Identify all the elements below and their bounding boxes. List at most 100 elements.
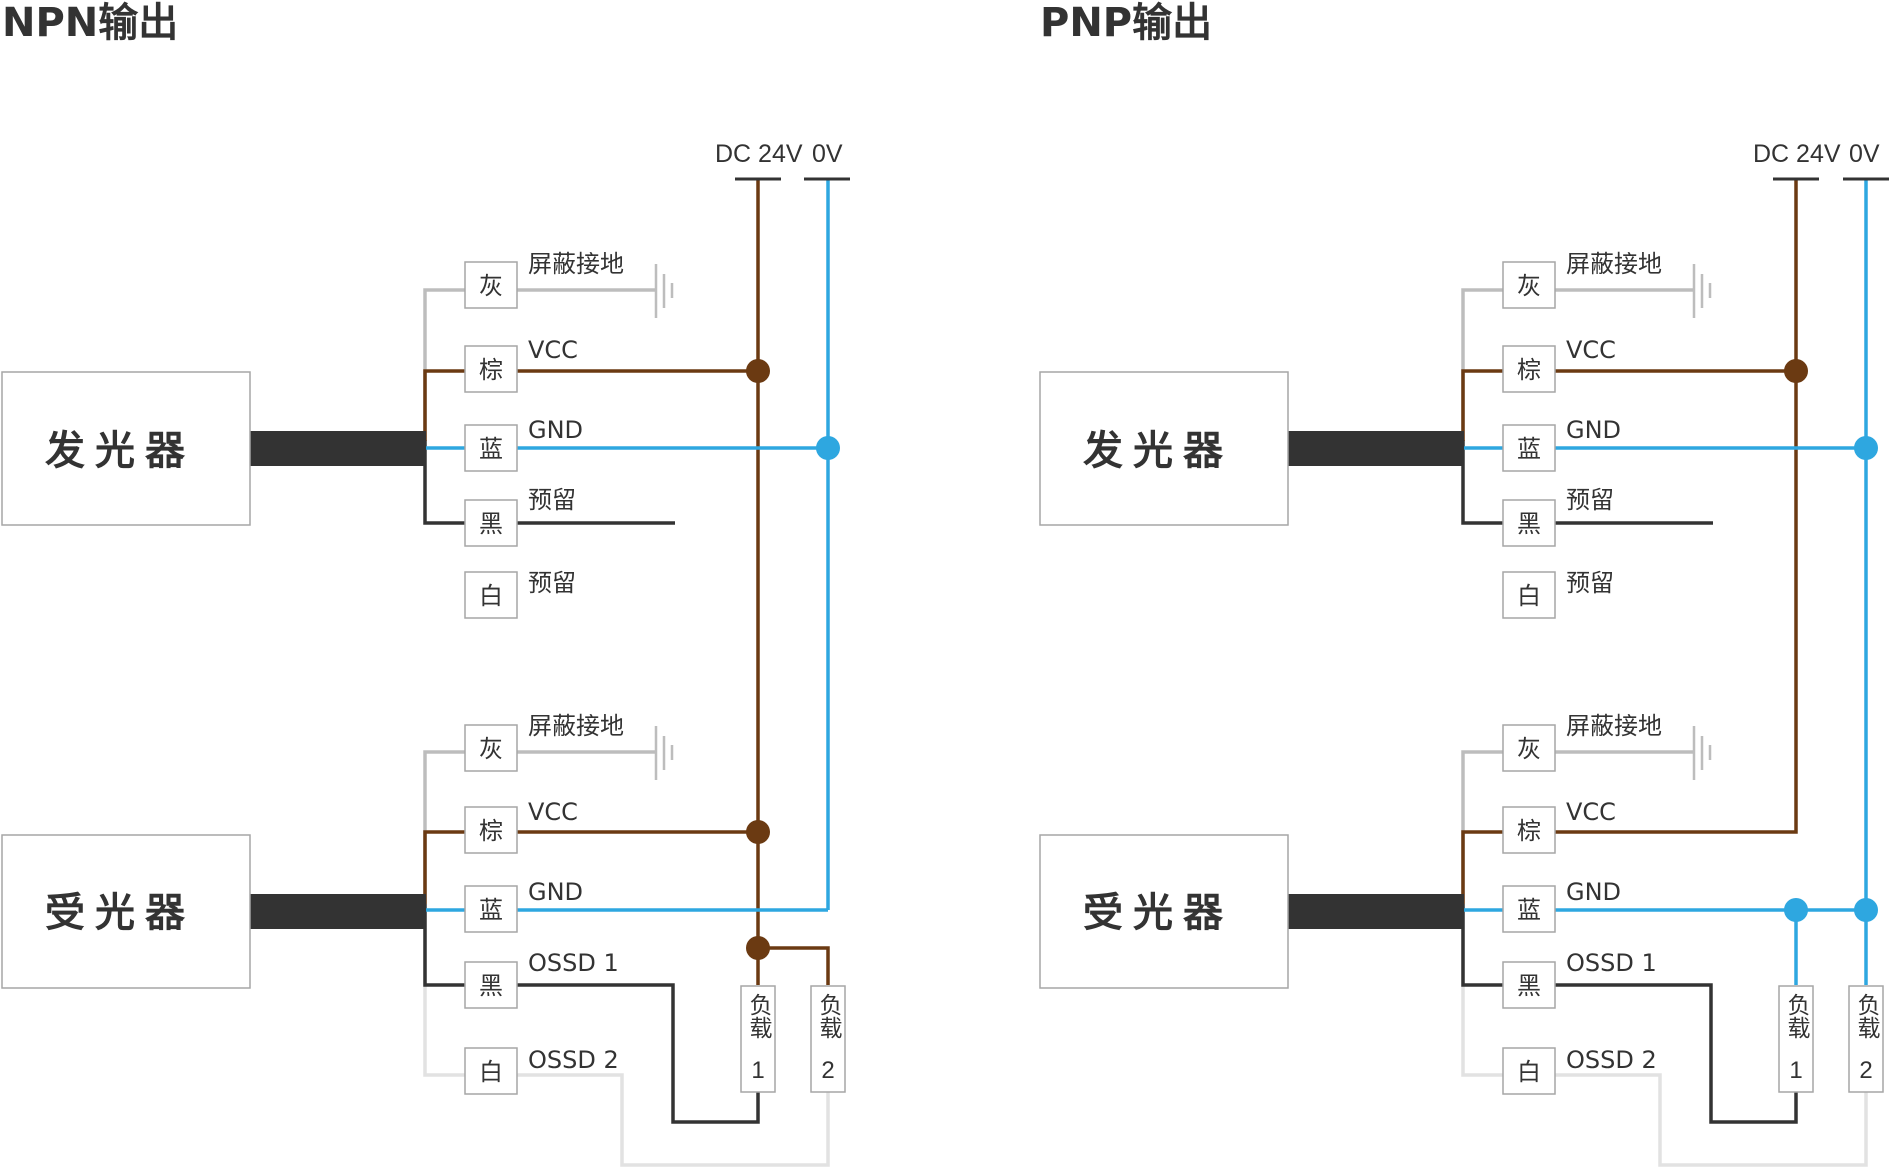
pnp-receiver-box [1039,834,1289,989]
pnp-emitter-tag-white: 白 [1517,582,1541,610]
npn-blue-wires [425,180,830,912]
pnp-receiver-black-wire [1461,904,1503,987]
npn-supply-0v: 0V [812,140,843,168]
npn-emitter-label-blue: GND [528,416,583,444]
pnp-emitter-label-gray: 屏蔽接地 [1566,250,1662,278]
npn-receiver-tag-brown: 棕 [479,817,503,845]
pnp-receiver-brown-wire [1461,830,1503,904]
pnp-junction-vcc [1784,359,1808,383]
npn-receiver-tag-blue: 蓝 [479,896,503,924]
pnp-ossd2-wire [1555,1073,1868,1167]
npn-emitter-gray-wire [423,288,465,441]
npn-junctions [746,359,840,960]
npn-receiver-cable [250,894,426,929]
npn-emitter-label-white: 预留 [528,569,576,597]
pnp-load-2-text: 负载 [1853,993,1880,1039]
npn-receiver-black-wire [423,904,465,987]
npn-receiver-name: 受光器 [45,890,195,936]
pnp-section [1461,177,1889,1167]
npn-emitter-tag-brown: 棕 [479,356,503,384]
pnp-emitter-label-blue: GND [1566,416,1621,444]
pnp-brown-wires [1461,180,1798,904]
npn-receiver-brown-wire [423,830,465,904]
pnp-emitter-name: 发光器 [1083,428,1233,474]
npn-supply-24v: DC 24V [715,140,803,168]
pnp-receiver-labels: 屏蔽接地 VCC GND OSSD 1 OSSD 2 [1566,712,1662,1074]
npn-emitter-tag-blue: 蓝 [479,435,503,463]
pnp-receiver-label-black: OSSD 1 [1566,949,1657,977]
pnp-receiver-gray-wire [1461,750,1503,904]
pnp-emitter-box [1039,371,1289,526]
npn-load-2-text: 负载 [815,993,842,1039]
npn-receiver-tag-black: 黑 [479,972,503,1000]
pnp-junctions [1784,359,1878,922]
pnp-junction-load [1784,898,1808,922]
pnp-load-2-num: 2 [1859,1057,1872,1084]
pnp-emitter-tag-black: 黑 [1517,510,1541,538]
pnp-receiver-label-gray: 屏蔽接地 [1566,712,1662,740]
npn-load2-feed [758,946,830,985]
npn-receiver-label-blue: GND [528,878,583,906]
pnp-load-1-num: 1 [1789,1057,1802,1084]
pnp-receiver-vcc-wire [1555,180,1798,834]
npn-title: NPN输出 [2,0,178,46]
pnp-receiver-tag-blue: 蓝 [1517,896,1541,924]
pnp-receiver-name: 受光器 [1083,890,1233,936]
npn-emitter-labels: 屏蔽接地 VCC GND 预留 预留 [528,250,624,597]
pnp-receiver-label-blue: GND [1566,878,1621,906]
pnp-emitter-black-wire [1461,440,1503,525]
pnp-receiver-white-wire [1461,910,1503,1077]
npn-emitter-black-wire [423,440,465,525]
pnp-receiver-tags: 灰 棕 蓝 黑 白 [1502,724,1556,1095]
npn-section [423,177,850,1167]
npn-emitter-label-black: 预留 [528,486,576,514]
npn-emitter-label-brown: VCC [528,336,578,364]
pnp-receiver-tag-black: 黑 [1517,972,1541,1000]
npn-load-1: 负载 1 [740,985,776,1093]
npn-receiver-tag-gray: 灰 [479,735,503,763]
pnp-load-1-text: 负载 [1783,993,1810,1039]
pnp-emitter-labels: 屏蔽接地 VCC GND 预留 预留 [1566,250,1662,597]
pnp-blue-wires [1463,180,1868,985]
pnp-black-wires [1461,440,1798,1124]
npn-receiver-label-gray: 屏蔽接地 [528,712,624,740]
npn-emitter-cable [250,431,426,466]
npn-junction-load [746,936,770,960]
pnp-emitter-tags: 灰 棕 蓝 黑 白 [1502,261,1556,619]
pnp-emitter-label-white: 预留 [1566,569,1614,597]
npn-emitter-name: 发光器 [45,428,195,474]
pnp-receiver-label-white: OSSD 2 [1566,1046,1657,1074]
pnp-receiver-tag-brown: 棕 [1517,817,1541,845]
pnp-junction-gnd-receiver [1854,898,1878,922]
npn-receiver-box [1,834,251,989]
npn-ossd2-wire [517,1073,830,1167]
npn-emitter-tag-black: 黑 [479,510,503,538]
pnp-load-2: 负载 2 [1848,985,1884,1093]
npn-load-2-num: 2 [821,1057,834,1084]
npn-ossd1-wire [517,983,760,1124]
npn-emitter: 发光器 [1,371,251,526]
npn-emitter-tag-gray: 灰 [479,272,503,300]
pnp-receiver-cable [1288,894,1464,929]
npn-emitter-tags: 灰 棕 蓝 黑 白 [464,261,518,619]
pnp-emitter-label-brown: VCC [1566,336,1616,364]
npn-receiver-gray-wire [423,750,465,904]
pnp-emitter: 发光器 [1039,371,1289,526]
npn-junction-vcc-receiver [746,820,770,844]
pnp-emitter-brown-wire [1461,369,1503,441]
pnp-receiver: 受光器 [1039,834,1289,989]
pnp-supply-24v: DC 24V [1753,140,1841,168]
pnp-emitter-tag-gray: 灰 [1517,272,1541,300]
npn-emitter-label-gray: 屏蔽接地 [528,250,624,278]
npn-ground-symbols [654,264,674,780]
pnp-title: PNP输出 [1040,0,1212,46]
npn-receiver-label-brown: VCC [528,798,578,826]
pnp-supply-0v: 0V [1849,140,1880,168]
npn-emitter-tag-white: 白 [479,582,503,610]
pnp-junction-gnd-emitter [1854,436,1878,460]
pnp-receiver-tag-gray: 灰 [1517,735,1541,763]
npn-receiver-label-white: OSSD 2 [528,1046,619,1074]
npn-junction-vcc-emitter [746,359,770,383]
pnp-emitter-gray-wire [1461,288,1503,441]
npn-load-1-text: 负载 [745,993,772,1039]
